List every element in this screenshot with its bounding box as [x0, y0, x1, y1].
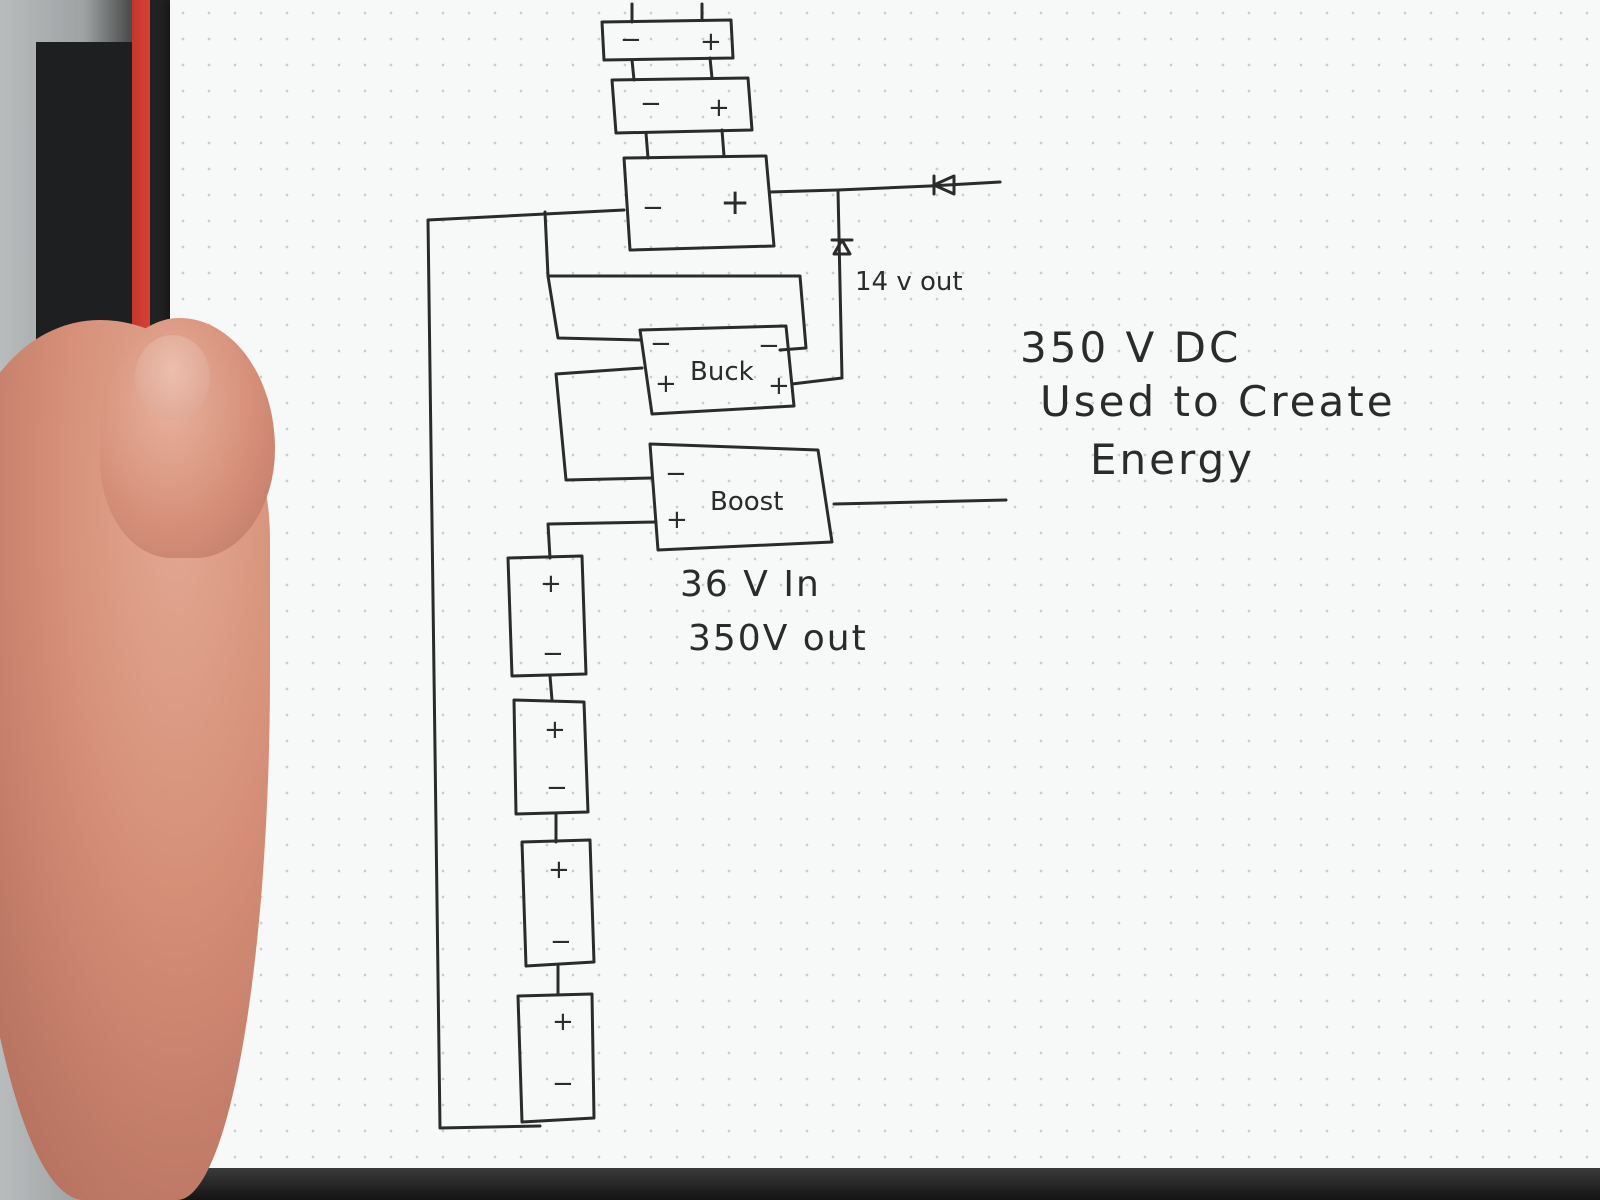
bottom-cell-2: + −: [512, 698, 590, 816]
top-cell-3: − +: [622, 128, 776, 252]
top-cell-2: − +: [610, 56, 754, 135]
bottom-cell-4-minus: −: [552, 1069, 574, 1099]
ink-stroke: [768, 180, 1002, 194]
ink-stroke: [630, 2, 704, 24]
top-cell-2-minus: −: [640, 89, 662, 119]
ink-stroke: [932, 174, 956, 196]
boost-in-plus: +: [666, 505, 688, 535]
ink-stroke: [644, 128, 726, 160]
buck-in-minus: −: [650, 329, 672, 359]
ink-stroke: [600, 18, 735, 62]
bottom-cell-4: + −: [516, 992, 596, 1124]
label-boost-in: 36 V In: [680, 564, 821, 605]
top-cell-1: − +: [600, 2, 735, 62]
wiring: [426, 208, 1008, 1130]
bottom-cell-3-minus: −: [550, 927, 572, 957]
label-14v-out: 14 v out: [855, 267, 963, 297]
dc-annotation: 350 V DC Used to Create Energy: [1020, 323, 1396, 484]
bottom-cell-4-plus: +: [552, 1007, 574, 1037]
buck-converter: Buck − + − +: [638, 324, 796, 416]
bottom-cell-1-minus: −: [542, 639, 564, 669]
ink-stroke: [622, 154, 776, 252]
bottom-cell-3-plus: +: [548, 855, 570, 885]
buck-label: Buck: [690, 357, 754, 387]
annotation-line-3: Energy: [1090, 435, 1255, 484]
ink-stroke: [512, 698, 590, 816]
bottom-cell-1: + −: [506, 554, 588, 678]
ink-stroke: [630, 56, 714, 82]
desk-edge: [170, 1168, 1600, 1200]
boost-converter: Boost − +: [648, 442, 834, 552]
diode-14v-output: 14 v out: [790, 188, 963, 386]
bottom-cell-1-plus: +: [540, 569, 562, 599]
ink-stroke: [543, 210, 642, 342]
top-cell-1-minus: −: [620, 25, 642, 55]
annotation-line-1: 350 V DC: [1020, 323, 1241, 372]
ink-stroke: [554, 366, 654, 482]
ink-stroke: [832, 498, 1008, 506]
top-cell-1-plus: +: [700, 27, 722, 57]
diode-symbol: [768, 174, 1002, 196]
ink-stroke: [426, 208, 626, 1130]
ink-stroke: [610, 76, 754, 135]
top-cell-3-plus: +: [720, 182, 752, 223]
bottom-cell-3: + −: [520, 838, 596, 968]
boost-in-minus: −: [665, 459, 687, 489]
ink-stroke: [506, 554, 588, 678]
ink-stroke: [546, 274, 808, 352]
boost-label: Boost: [710, 487, 783, 517]
background-dark-object: [36, 42, 146, 372]
ink-stroke: [648, 442, 834, 552]
thumbnail: [135, 335, 210, 420]
bottom-link-1: [548, 674, 554, 702]
ink-stroke: [830, 238, 854, 256]
dot-grid-page: [170, 0, 1600, 1168]
ink-stroke: [516, 992, 596, 1124]
buck-out-plus: +: [768, 371, 790, 401]
bottom-cell-2-plus: +: [544, 715, 566, 745]
ink-stroke: [520, 838, 596, 968]
top-cell-3-minus: −: [642, 193, 664, 223]
bottom-cell-2-minus: −: [546, 773, 568, 803]
annotation-line-2: Used to Create: [1040, 377, 1396, 426]
top-cell-2-plus: +: [708, 93, 730, 123]
ink-stroke: [638, 324, 796, 416]
buck-out-minus: −: [758, 331, 780, 361]
buck-in-plus: +: [655, 369, 677, 399]
ink-stroke: [546, 520, 658, 560]
label-boost-out: 350V out: [688, 618, 868, 659]
